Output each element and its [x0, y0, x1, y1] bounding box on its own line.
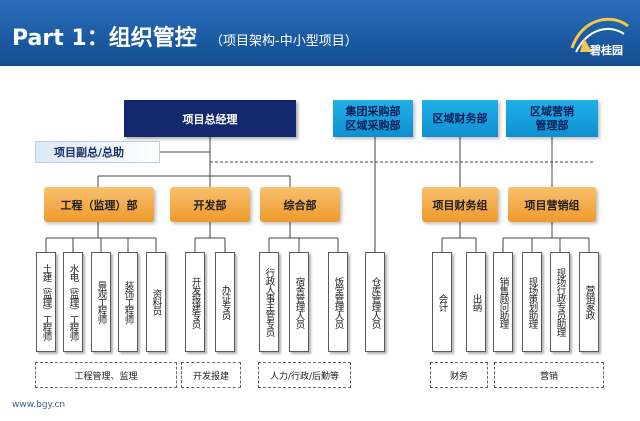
group-purchase-dept-box: 集团采购部 区域采购部 [333, 100, 413, 137]
position-box: 销售顾问助理 [493, 252, 513, 352]
position-label: 水电（监理）工程师 [67, 263, 79, 341]
position-box: 土建（监理）工程师 [36, 252, 56, 352]
position-box: 营销家政 [579, 252, 599, 352]
position-box: 会计 [432, 252, 452, 352]
position-box: 出纳 [466, 252, 486, 352]
position-box: 宿舍管理人员 [289, 252, 309, 352]
position-label: 营销家政 [583, 285, 595, 319]
admin-dept-box: 综合部 [260, 187, 340, 222]
position-label: 办证专员 [219, 285, 231, 319]
position-label: 资料员 [150, 289, 162, 315]
group-label-finance: 财务 [430, 362, 488, 388]
position-box: 饭堂管理人员 [328, 252, 348, 352]
position-label: 现场策划助理 [526, 276, 538, 328]
regional-marketing-dept-box: 区域营销 管理部 [506, 100, 598, 137]
project-finance-team-box: 项目财务组 [422, 187, 498, 222]
regional-finance-dept-box: 区域财务部 [422, 100, 498, 137]
position-label: 行政人事主管专员 [263, 268, 275, 336]
position-box: 仓库管理人员 [365, 252, 385, 352]
group-label-development: 开发报建 [181, 362, 241, 388]
group-label-marketing: 营销 [494, 362, 604, 388]
project-general-manager-box: 项目总经理 [124, 100, 296, 137]
group-label-engineering: 工程管理、监理 [35, 362, 177, 388]
position-box: 行政人事主管专员 [259, 252, 279, 352]
position-label: 开发报建专员 [189, 276, 201, 328]
position-box: 现场策划助理 [522, 252, 542, 352]
deputy-manager-box: 项目副总/总助 [35, 141, 160, 163]
position-label: 装饰工程师 [122, 280, 134, 324]
development-dept-box: 开发部 [170, 187, 250, 222]
position-box: 现场行政专员助理 [550, 252, 570, 352]
position-label: 会计 [436, 293, 448, 311]
position-label: 仓库管理人员 [369, 276, 381, 328]
position-label: 出纳 [470, 293, 482, 311]
position-box: 办证专员 [215, 252, 235, 352]
position-label: 土建（监理）工程师 [40, 263, 52, 341]
position-box: 景观工程师 [91, 252, 111, 352]
group-label-admin: 人力/行政/后勤等 [258, 362, 351, 388]
logo-text: 碧桂园 [590, 44, 623, 57]
page-title: Part 1：组织管控 [12, 26, 197, 51]
project-marketing-team-box: 项目营销组 [508, 187, 596, 222]
position-box: 水电（监理）工程师 [63, 252, 83, 352]
position-label: 景观工程师 [95, 280, 107, 324]
position-box: 开发报建专员 [185, 252, 205, 352]
position-label: 销售顾问助理 [497, 276, 509, 328]
position-label: 现场行政专员助理 [554, 268, 566, 336]
footer-url: www.bgy.cn [12, 400, 66, 410]
company-logo-icon [570, 17, 629, 53]
position-box: 装饰工程师 [118, 252, 138, 352]
position-label: 宿舍管理人员 [293, 276, 305, 328]
position-box: 资料员 [146, 252, 166, 352]
engineering-dept-box: 工程（监理）部 [44, 187, 154, 222]
header-banner: Part 1：组织管控 （项目架构-中小型项目） 碧桂园 [0, 0, 640, 66]
page-subtitle: （项目架构-中小型项目） [210, 34, 358, 49]
position-label: 饭堂管理人员 [332, 276, 344, 328]
